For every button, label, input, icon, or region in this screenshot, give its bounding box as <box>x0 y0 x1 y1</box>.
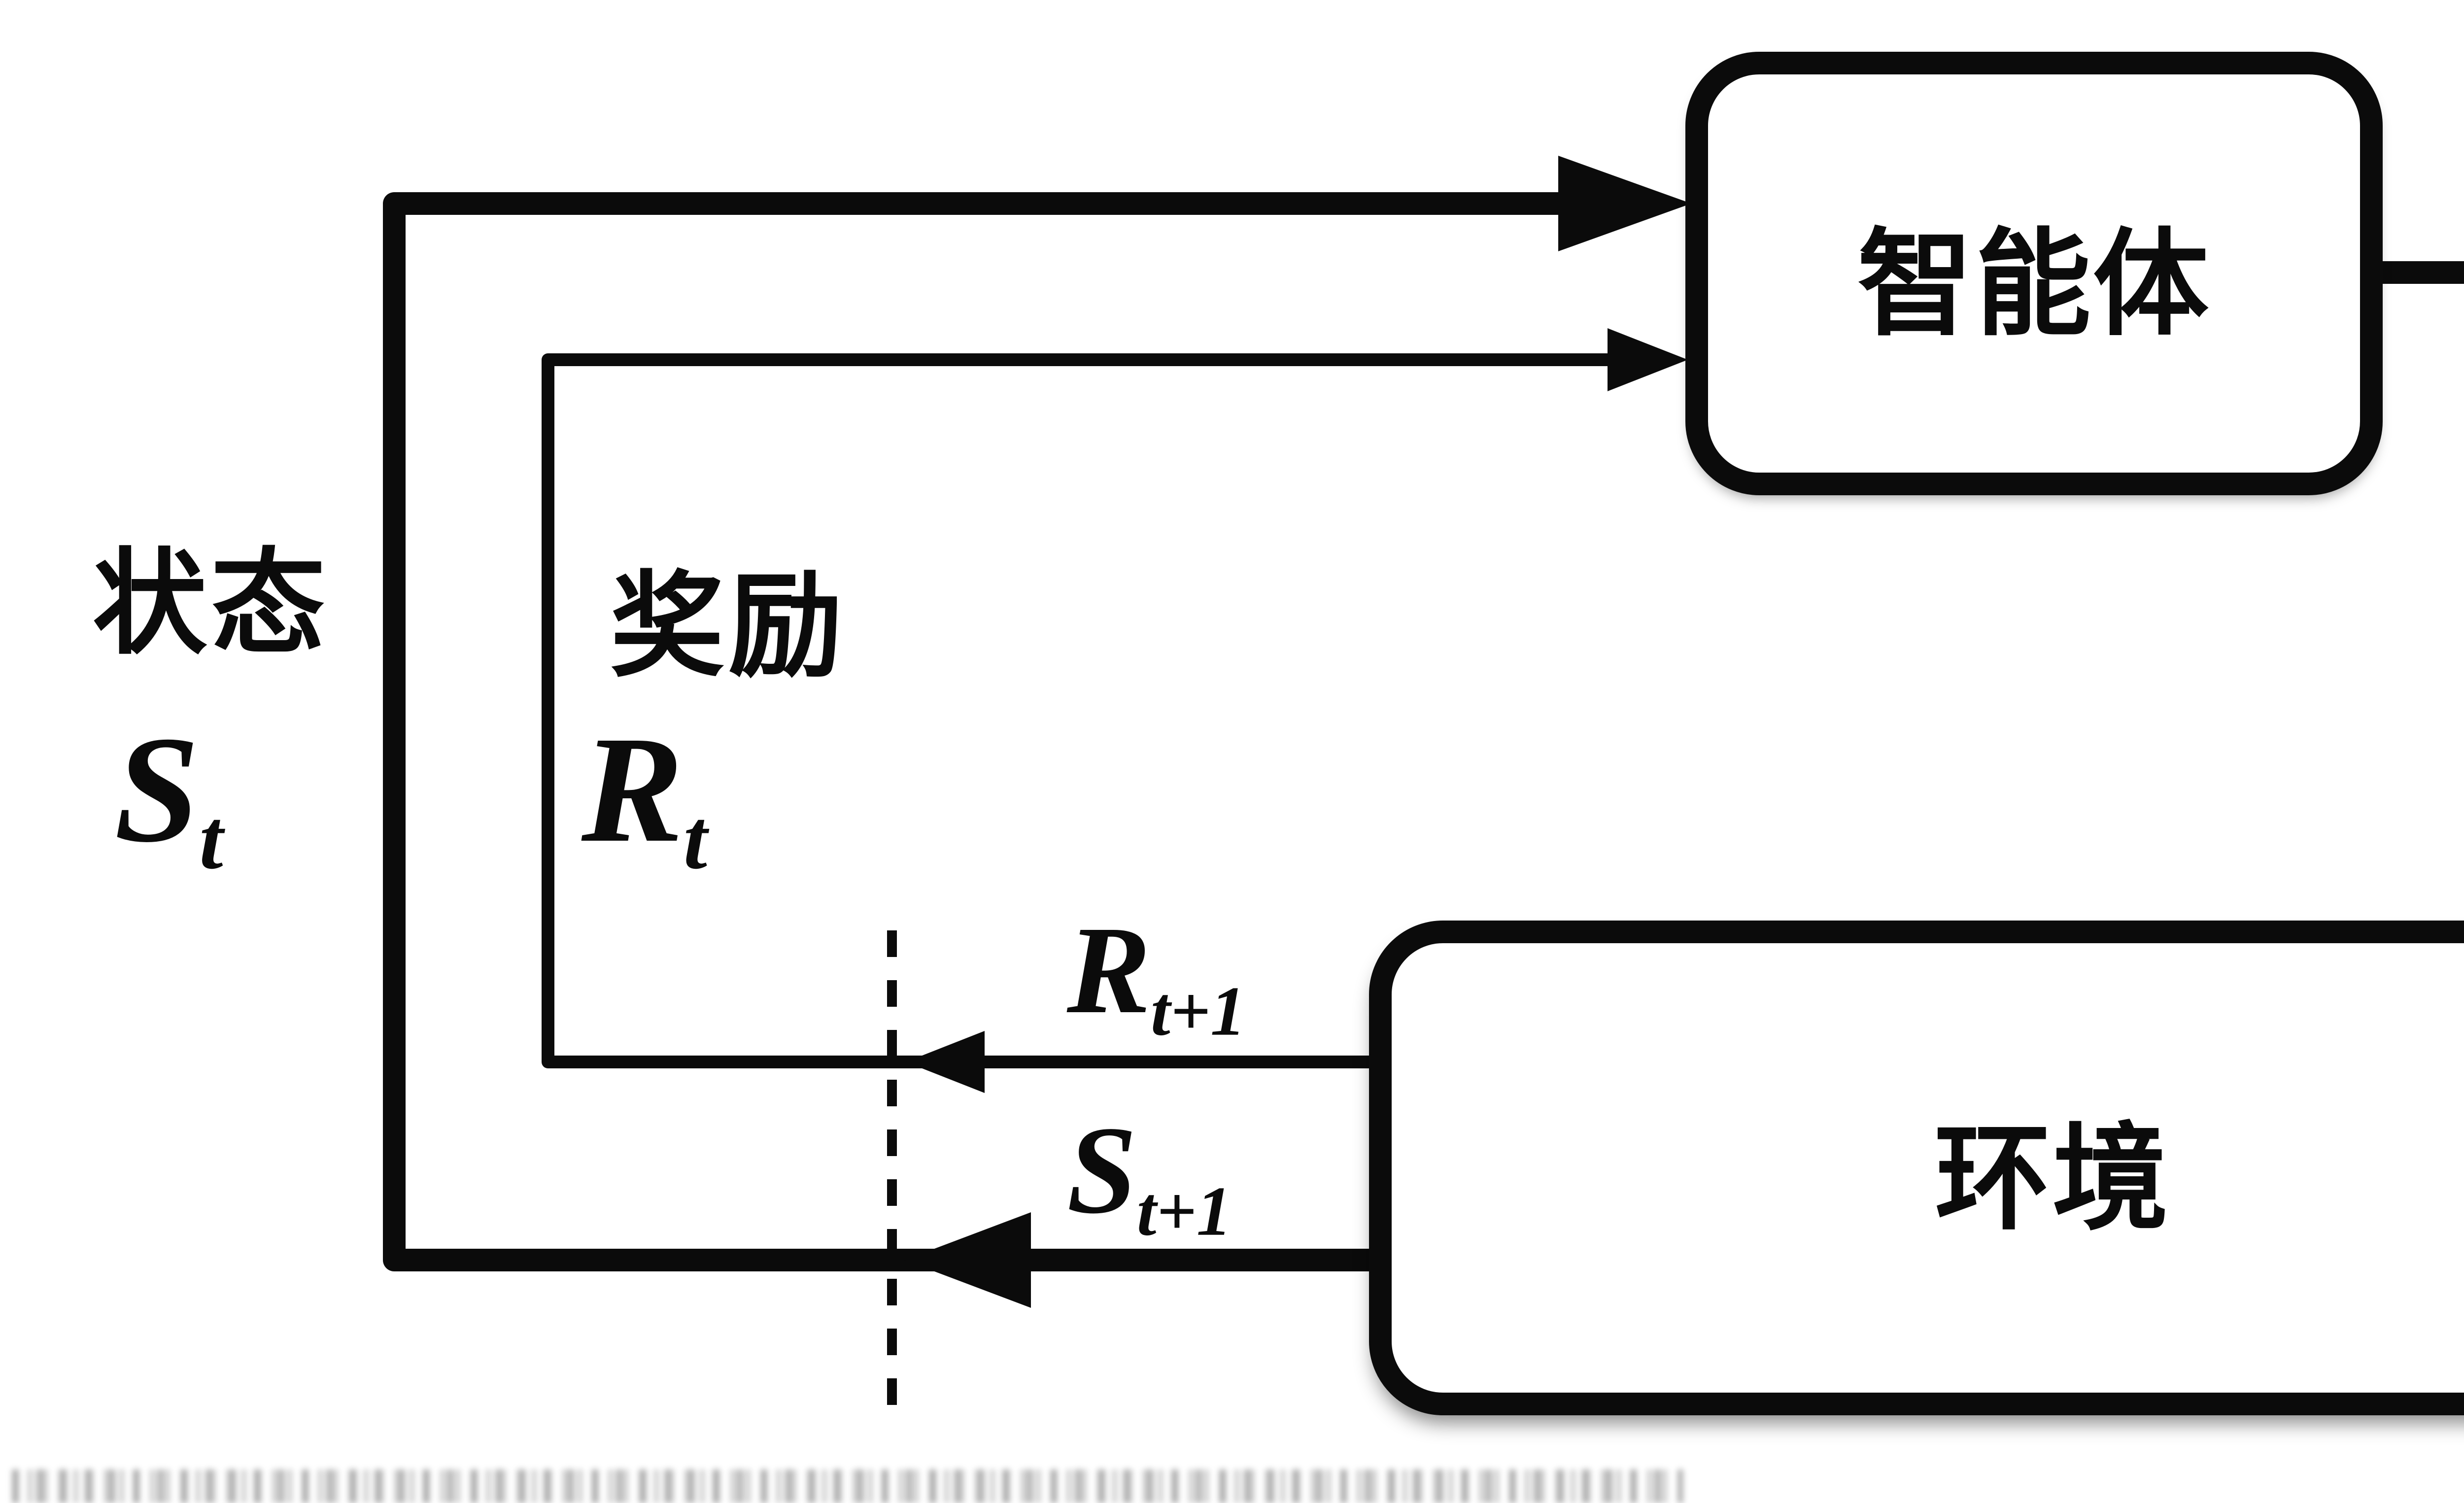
environment-box: 环境 <box>1369 921 2464 1415</box>
agent-box: 智能体 <box>1685 52 2383 495</box>
next-reward-symbol-base: R <box>1067 901 1151 1040</box>
next-reward-symbol-subscript: t+1 <box>1151 972 1246 1050</box>
reward-label: 奖励 <box>610 564 847 691</box>
state-symbol-base: S <box>114 705 200 874</box>
environment-box-label: 环境 <box>1935 1115 2170 1244</box>
state-feedback-line <box>383 192 1602 1271</box>
next-reward-symbol: Rt+1 <box>1067 908 1246 1047</box>
cropped-caption-fragment <box>12 1469 1683 1503</box>
reward-symbol: Rt <box>582 714 707 882</box>
state-label: 状态 <box>93 542 330 668</box>
next-state-symbol: St+1 <box>1067 1108 1232 1247</box>
next-state-symbol-subscript: t+1 <box>1136 1172 1232 1250</box>
state-into-agent-arrowhead <box>1558 156 1691 251</box>
agent-box-label: 智能体 <box>1857 221 2211 349</box>
reward-symbol-subscript: t <box>683 791 708 887</box>
next-state-arrowhead <box>904 1212 1031 1308</box>
state-symbol: St <box>114 714 223 882</box>
next-state-symbol-base: S <box>1067 1101 1137 1240</box>
reward-into-agent-arrowhead <box>1608 328 1688 391</box>
state-symbol-subscript: t <box>199 791 223 887</box>
next-reward-arrowhead <box>906 1031 985 1093</box>
reward-symbol-base: R <box>582 705 684 874</box>
